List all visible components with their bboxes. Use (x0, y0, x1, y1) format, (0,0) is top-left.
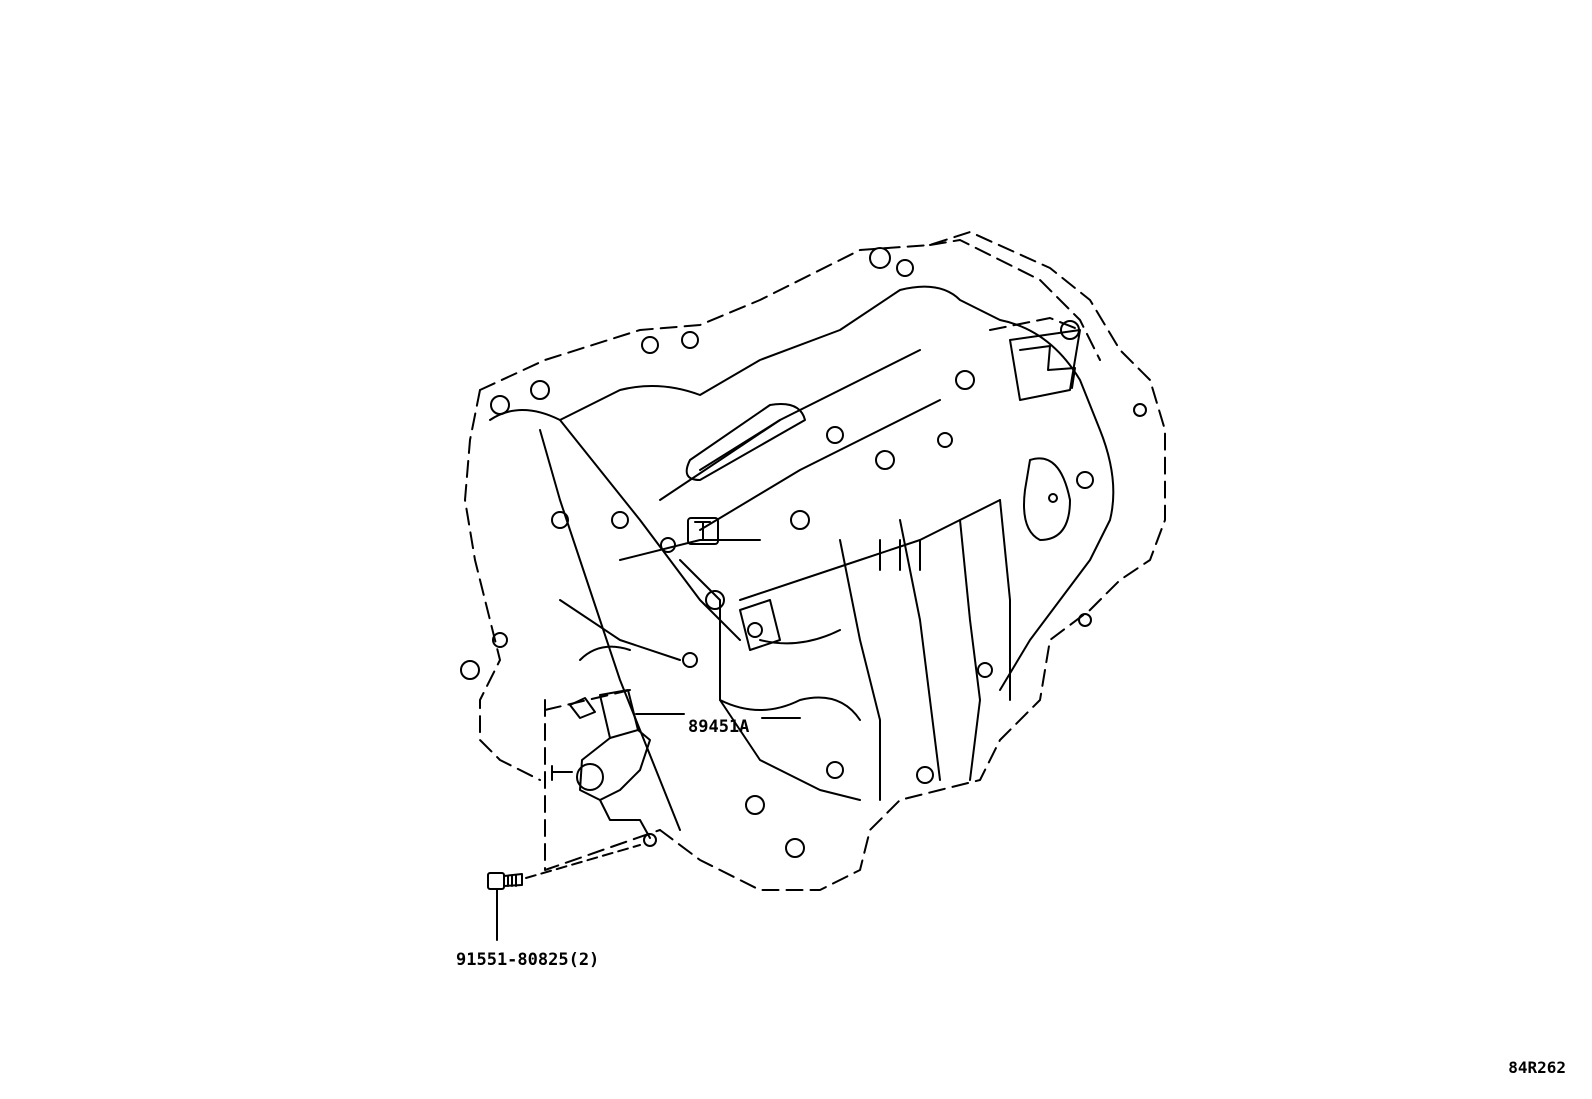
housing-bosses (460, 247, 1147, 858)
part-number-sensor-label[interactable]: 89451A (688, 717, 750, 737)
part-number-bolt-label[interactable]: 91551-80825(2) (456, 950, 600, 970)
diagram-reference-code: 84R262 (1508, 1058, 1566, 1077)
housing-outline (464, 231, 1166, 891)
housing-body (489, 285, 1115, 831)
install-line (525, 844, 641, 879)
neutral-start-switch-icon (551, 689, 657, 847)
connector-icon (687, 517, 719, 545)
bolt-icon (487, 872, 523, 890)
